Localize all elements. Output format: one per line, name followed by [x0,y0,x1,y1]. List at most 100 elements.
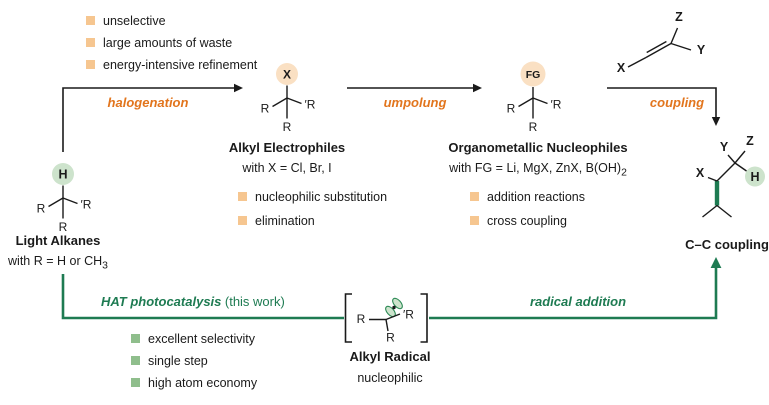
bond [286,97,302,105]
electrophile-reaction-label: nucleophilic substitution [255,190,388,204]
r-prime-label: ′R [403,308,414,322]
benefit-item: single step [131,354,208,368]
alkyl-radical-title: Alkyl Radical [349,349,431,364]
bond [734,150,746,164]
x-atom-label: X [696,166,705,180]
bond [532,97,548,105]
light-alkanes-title: Light Alkanes [15,233,101,248]
alkyl-radical-bonds [369,313,401,332]
halogenation-label: halogenation [107,95,189,110]
light-alkanes-subtitle: with R = H or CH3 [0,254,116,272]
fg-highlight-circle [520,61,546,87]
bracket-left [344,293,352,343]
x-atom-label: X [283,68,291,82]
hat-label-text: HAT photocatalysis [101,294,222,309]
electrophile-reaction-label: elimination [255,214,315,228]
bond [670,42,692,51]
double-bond [646,40,667,54]
product-bonds [702,150,747,218]
bond [716,162,736,182]
halogenation-arrow-line [62,87,234,152]
fg-atom-label: FG [526,69,541,81]
halogenation-arrowhead [234,83,243,93]
drawback-item: unselective [86,14,166,28]
organometallic-nucleophiles-title: Organometallic Nucleophiles [448,140,628,155]
bond [385,313,401,321]
halogenation-arrow [62,83,243,152]
green-bullet-icon [131,334,140,343]
drawback-label: energy-intensive refinement [103,58,258,72]
subtitle-subscript: 3 [102,260,108,272]
y-atom-label: Y [720,140,729,154]
drawback-label: large amounts of waste [103,36,233,50]
benefit-item: excellent selectivity [131,332,255,346]
r-group-label: R [261,102,270,116]
radical-addition-arrowhead [710,257,722,268]
organometallic-nucleophile-structure: FG R ′R R [507,61,562,134]
subtitle-text: with FG = Li, MgX, ZnX, B(OH) [449,161,622,175]
green-bullet-icon [131,356,140,365]
hat-arrow-left-segment [61,274,344,320]
green-bullet-icon [131,378,140,387]
product-structure: Y Z X H [696,134,765,218]
x-atom-label: X [617,61,626,75]
nucleophile-reaction-label: cross coupling [487,214,567,228]
bond [716,204,732,218]
h-highlight-circle [52,163,74,185]
r-group-label: R [59,220,68,234]
coupling-arrow-line [607,87,717,117]
cc-coupling-title: C–C coupling [685,237,769,252]
alkyl-electrophiles-subtitle: with X = Cl, Br, I [242,161,332,175]
coupling-arrow [607,87,721,126]
bond [518,97,534,108]
alkene-structure: X Z Y [617,10,706,75]
r-group-label: R [386,331,395,345]
organometallic-bonds [518,87,548,119]
z-atom-label: Z [675,10,683,24]
benefit-label: excellent selectivity [148,332,255,346]
radical-addition-segment [429,267,718,320]
umpolung-arrowhead [473,83,482,93]
r-prime-label: ′R [305,98,316,112]
alkene-bonds [627,27,692,68]
umpolung-label: umpolung [383,95,447,110]
bond [670,27,679,44]
hat-photocatalysis-label: HAT photocatalysis (this work) [101,294,285,310]
radical-electron-dot [392,305,396,310]
orange-bullet-icon [470,192,479,201]
light-alkanes-bonds [48,185,78,219]
bond [702,204,718,218]
benefit-item: high atom economy [131,376,257,390]
orange-bullet-icon [470,216,479,225]
orange-bullet-icon [86,60,95,69]
coupling-arrowhead [711,117,721,126]
r-group-label: R [529,120,538,134]
benefit-label: single step [148,354,208,368]
nucleophile-reaction-item: cross coupling [470,214,567,228]
r-group-label: R [37,202,46,216]
coupling-label: coupling [649,95,705,110]
electrophile-reaction-item: nucleophilic substitution [238,190,387,204]
h-highlight-circle [745,166,765,187]
bond [707,176,718,182]
alkyl-electrophiles-title: Alkyl Electrophiles [228,140,346,155]
drawback-item: large amounts of waste [86,36,232,50]
bond [48,197,64,208]
double-bond [645,42,672,59]
r-prime-label: ′R [551,98,562,112]
umpolung-arrow [347,83,482,93]
bracket-right [420,293,428,343]
alkyl-electrophile-structure: X R ′R R [261,63,316,134]
bond [272,97,288,108]
r-group-label: R [357,312,366,326]
orange-bullet-icon [238,216,247,225]
bond [62,197,78,205]
drawback-item: energy-intensive refinement [86,58,257,72]
electrophile-reaction-item: elimination [238,214,315,228]
bond [734,162,747,172]
r-prime-label: ′R [81,198,92,212]
benefit-label: high atom economy [148,376,258,390]
y-atom-label: Y [697,43,706,57]
